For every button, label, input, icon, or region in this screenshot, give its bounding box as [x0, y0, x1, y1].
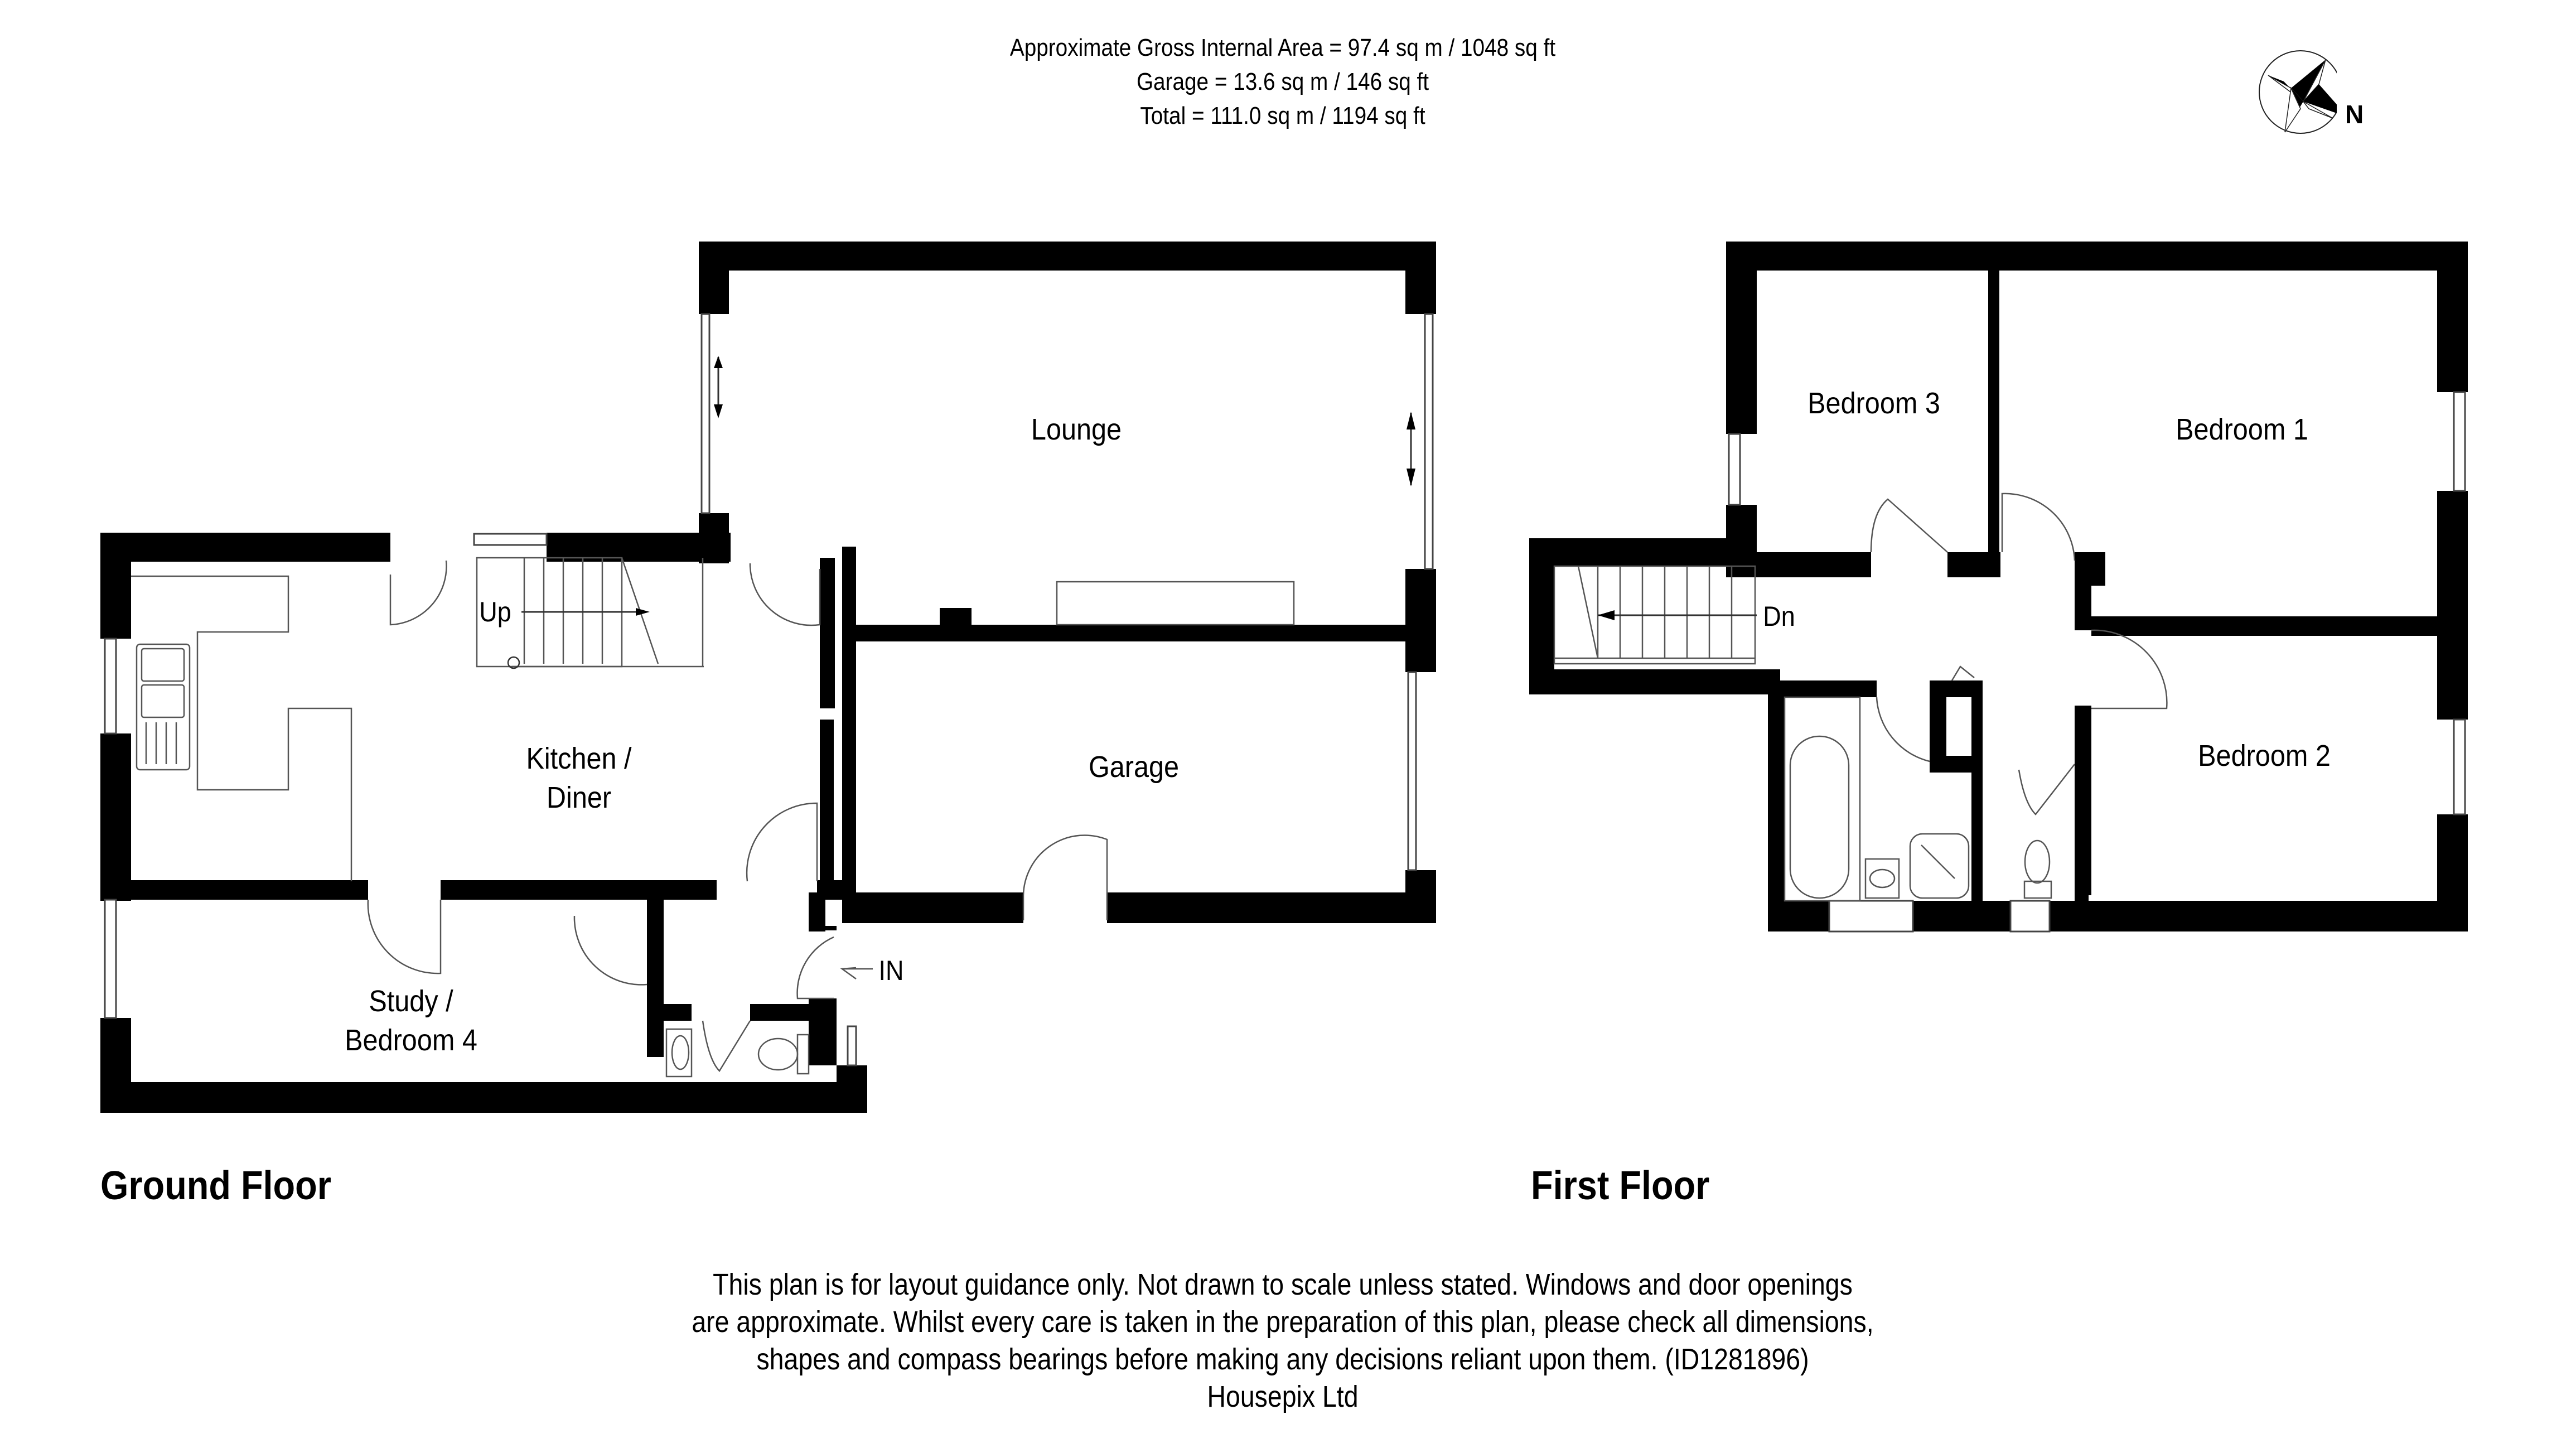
- kitchen-window-north: [473, 533, 548, 546]
- total-area: Total = 111.0 sq m / 1194 sq ft: [1140, 102, 1425, 129]
- kitchen-sink-icon: [136, 643, 191, 771]
- compass-north-label: N: [2345, 100, 2364, 129]
- bathroom-fixtures: [1784, 696, 2052, 902]
- entrance-label: IN: [878, 955, 904, 986]
- room-label-kitchen-diner: Kitchen / Diner: [526, 739, 631, 817]
- company-name: Housepix Ltd: [1207, 1380, 1359, 1413]
- ground-floor-walls: [100, 242, 1436, 1113]
- ground-stairs: [476, 557, 704, 669]
- disclaimer-line: shapes and compass bearings before makin…: [756, 1343, 1809, 1376]
- disclaimer-line: are approximate. Whilst every care is ta…: [692, 1305, 1874, 1339]
- compass-rose-icon: [2259, 50, 2337, 134]
- room-label-bedroom3: Bedroom 3: [1807, 387, 1940, 420]
- kitchen-worktop: [131, 575, 352, 881]
- study-window-west: [104, 899, 117, 1019]
- room-label-lounge: Lounge: [1031, 413, 1122, 446]
- disclaimer-line: This plan is for layout guidance only. N…: [713, 1268, 1853, 1301]
- first-stairs: [1553, 565, 1757, 665]
- lounge-window-west: [700, 313, 711, 514]
- lounge-window-east: [1424, 313, 1434, 570]
- stairs-up-label: Up: [479, 596, 511, 628]
- ground-floor-title: Ground Floor: [100, 1164, 331, 1208]
- first-floor-title: First Floor: [1531, 1164, 1710, 1208]
- first-floor-doors: [1870, 493, 2168, 815]
- room-label-garage: Garage: [1088, 750, 1180, 784]
- room-label-study-bedroom4: Study / Bedroom 4: [345, 982, 477, 1060]
- study-label-line1: Study /: [369, 984, 453, 1018]
- sliding-door-arrows: [714, 356, 1415, 486]
- study-label-line2: Bedroom 4: [345, 1024, 477, 1057]
- garage-area: Garage = 13.6 sq m / 146 sq ft: [1136, 68, 1429, 95]
- wc-window-first: [2009, 900, 2051, 933]
- stairs-down-label: Dn: [1763, 601, 1795, 632]
- kitchen-window-west: [104, 638, 117, 735]
- room-label-bedroom1: Bedroom 1: [2176, 413, 2308, 446]
- bathroom-window: [1828, 900, 1914, 933]
- garage-door-window: [1407, 671, 1417, 871]
- bedroom1-window: [2453, 391, 2466, 492]
- disclaimer: This plan is for layout guidance only. N…: [611, 1266, 1954, 1416]
- kitchen-label-line2: Diner: [546, 781, 612, 814]
- ground-wc-fixtures: [665, 1028, 810, 1078]
- entrance-arrow-icon: [840, 967, 873, 980]
- bedroom2-window: [2453, 718, 2466, 815]
- room-label-bedroom2: Bedroom 2: [2198, 739, 2331, 773]
- area-summary: Approximate Gross Internal Area = 97.4 s…: [939, 31, 1626, 133]
- fireplace-hearth: [1056, 581, 1295, 626]
- ground-floor-doors: [367, 560, 1108, 1073]
- wc-window: [847, 1025, 857, 1066]
- bedroom3-window: [1728, 433, 1741, 506]
- kitchen-label-line1: Kitchen /: [526, 742, 632, 775]
- first-floor-walls: [1529, 242, 2468, 931]
- gross-internal-area: Approximate Gross Internal Area = 97.4 s…: [1009, 34, 1556, 61]
